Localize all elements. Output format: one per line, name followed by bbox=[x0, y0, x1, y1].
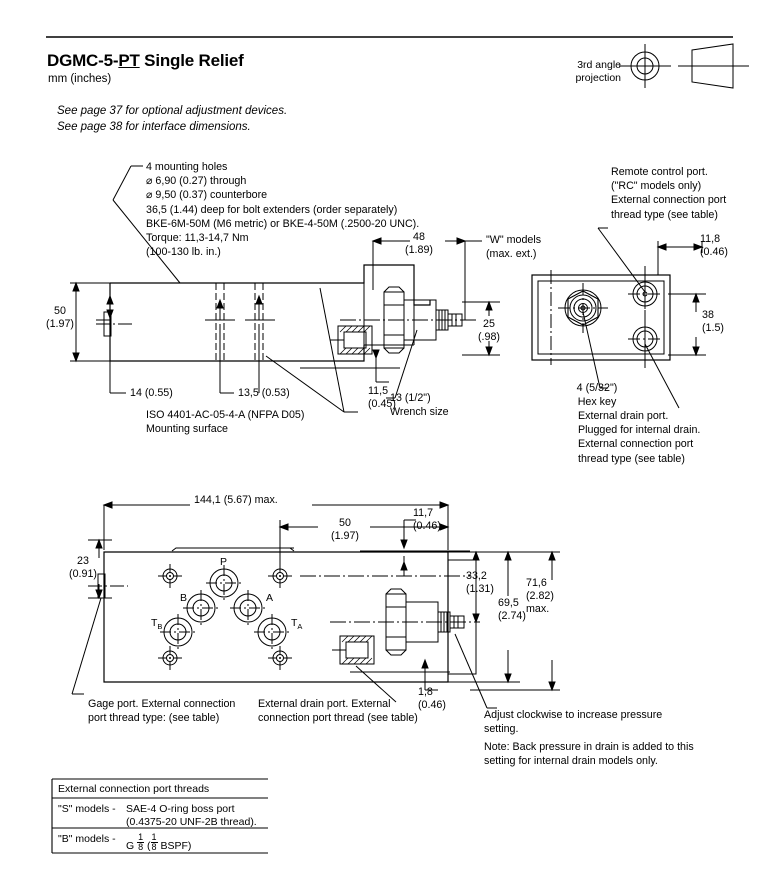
leader-wrench-size bbox=[394, 329, 418, 399]
dim-50-197 bbox=[70, 281, 112, 363]
dim-label-14-055: 14 (0.55) bbox=[130, 387, 173, 399]
dim-label-18-046: 1,8 (0.46) bbox=[418, 686, 446, 712]
w-models-label: "W" models (max. ext.) bbox=[486, 234, 542, 261]
leader-adjust-clockwise bbox=[454, 633, 488, 709]
dim-18-046 bbox=[350, 658, 450, 691]
dim-1441-567 bbox=[102, 501, 450, 550]
adjust-clockwise-callout: Adjust clockwise to increase pressure se… bbox=[484, 709, 663, 736]
dim-label-117-046: 11,7 (0.46) bbox=[413, 507, 441, 533]
table-row-s-desc2: (0.4375-20 UNF-2B thread). bbox=[126, 816, 257, 828]
dim-label-25-098: 25 (.98) bbox=[478, 318, 500, 344]
dim-label-695-274: 69,5 (2.74) bbox=[498, 597, 526, 623]
dim-48-189 bbox=[371, 237, 467, 320]
leader-gage-port bbox=[71, 597, 102, 695]
dim-label-332-131: 33,2 (1.31) bbox=[466, 570, 494, 596]
dim-label-115-045: 11,5 (0.45) bbox=[368, 385, 396, 411]
port-label-B: B bbox=[180, 592, 188, 604]
mounting-holes-callout: 4 mounting holes ⌀ 6,90 (0.27) through ⌀… bbox=[146, 161, 420, 259]
dim-117-046 bbox=[360, 519, 470, 576]
dim-115-045 bbox=[300, 349, 400, 383]
dim-23-091 bbox=[88, 538, 112, 600]
table-header: External connection port threads bbox=[58, 783, 210, 795]
dim-label-38-15: 38 (1.5) bbox=[702, 309, 724, 335]
port-TA bbox=[254, 614, 290, 650]
hex-key-callout: 4 (5/32") Hex key bbox=[576, 382, 618, 409]
dim-label-1441-567: 144,1 (5.67) max. bbox=[194, 494, 278, 506]
dim-135-053 bbox=[205, 294, 275, 394]
table-row-s-desc1: SAE-4 O-ring boss port bbox=[126, 803, 235, 815]
remote-control-port-callout: Remote control port. ("RC" models only) … bbox=[611, 166, 727, 221]
dim-25-098 bbox=[462, 300, 500, 357]
leader-hex-key bbox=[582, 311, 601, 389]
side-view-upper bbox=[96, 264, 478, 362]
dim-label-135-053: 13,5 (0.53) bbox=[238, 387, 290, 399]
back-pressure-note: Note: Back pressure in drain is added to… bbox=[484, 741, 694, 768]
page-title: DGMC-5-PT Single Relief bbox=[47, 51, 244, 70]
drain-port-boss-lower bbox=[332, 635, 375, 665]
iso-mounting-callout: ISO 4401-AC-05-4-A (NFPA D05) Mounting s… bbox=[146, 409, 305, 436]
leader-remote-control-port bbox=[597, 227, 646, 293]
see-page-38-note: See page 38 for interface dimensions. bbox=[57, 121, 251, 133]
dim-118-046 bbox=[656, 241, 704, 275]
units-label: mm (inches) bbox=[48, 73, 112, 85]
plan-view bbox=[88, 547, 480, 683]
end-view bbox=[531, 266, 671, 370]
dim-332-131 bbox=[472, 550, 480, 624]
port-label-P: P bbox=[220, 556, 228, 568]
projection-label: 3rd angle projection bbox=[575, 59, 621, 85]
dim-label-716-282: 71,6 (2.82) max. bbox=[526, 577, 554, 616]
port-P bbox=[206, 565, 242, 601]
dim-50-197-lower bbox=[278, 520, 450, 570]
external-drain-bottom-callout: External drain port. External connection… bbox=[258, 698, 418, 725]
port-B bbox=[183, 590, 219, 626]
dim-14-055 bbox=[96, 294, 126, 394]
wrench-size-callout: 13 (1/2") Wrench size bbox=[390, 392, 449, 419]
dim-label-118-046: 11,8 (0.46) bbox=[700, 233, 728, 259]
projection-symbol bbox=[619, 43, 749, 89]
dim-label-50-197-lower: 50 (1.97) bbox=[331, 517, 359, 543]
leader-external-drain-right bbox=[644, 343, 680, 409]
mounting-holes-plan bbox=[158, 564, 292, 670]
port-TB bbox=[160, 614, 196, 650]
dim-label-48-189: 48 (1.89) bbox=[405, 231, 433, 257]
dim-716-282 bbox=[470, 550, 560, 692]
drain-port-boss-upper bbox=[330, 325, 373, 355]
port-label-TA: TA bbox=[291, 617, 303, 632]
port-threads-table-rules bbox=[51, 778, 268, 854]
leader-iso-mounting bbox=[265, 287, 358, 413]
table-row-s-model: "S" models - bbox=[58, 803, 116, 815]
dim-38-15 bbox=[668, 292, 706, 357]
dim-label-23-091: 23 (0.91) bbox=[69, 555, 97, 581]
leader-external-drain-bottom bbox=[355, 665, 397, 703]
gage-port-callout: Gage port. External connection port thre… bbox=[88, 698, 236, 725]
dim-label-50-197: 50 (1.97) bbox=[46, 305, 74, 331]
external-drain-right-callout: External drain port. Plugged for interna… bbox=[578, 410, 701, 465]
table-row-b-model: "B" models - bbox=[58, 833, 116, 845]
port-label-TB: TB bbox=[151, 617, 163, 632]
port-A bbox=[230, 590, 266, 626]
see-page-37-note: See page 37 for optional adjustment devi… bbox=[57, 105, 288, 117]
hex-boss bbox=[558, 283, 608, 333]
port-label-A: A bbox=[266, 592, 274, 604]
